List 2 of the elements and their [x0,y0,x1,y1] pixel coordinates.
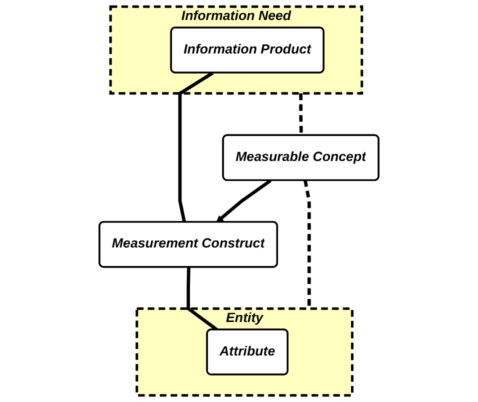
connector [178,72,214,223]
arrow [216,179,272,223]
